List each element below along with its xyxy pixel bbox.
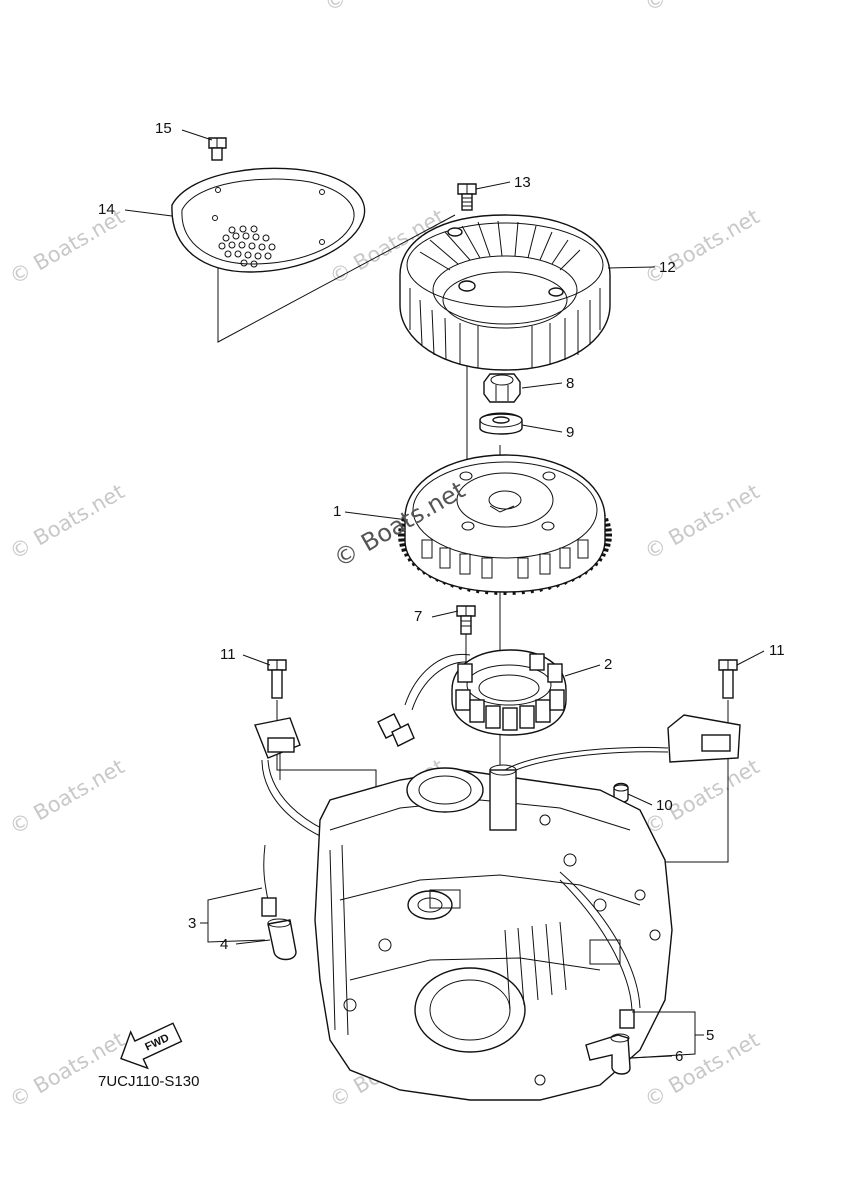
washer (479, 412, 523, 435)
callout-9: 9 (566, 424, 574, 441)
bolt-7 (456, 605, 476, 635)
watermark: © Boats.net (6, 479, 129, 564)
watermark: © Boats.net (641, 204, 764, 289)
callout-14: 14 (98, 201, 115, 218)
stator (377, 649, 567, 747)
diagram-code: 7UCJ110-S130 (98, 1073, 199, 1090)
engine-block (314, 764, 673, 1101)
ignition-coil-right (504, 714, 741, 775)
vent-holes (218, 225, 276, 268)
flywheel-rotor (398, 454, 612, 595)
plug-cap-left (261, 844, 297, 961)
gear-tooth (398, 538, 406, 542)
engine-fins (329, 844, 567, 1036)
callout-10: 10 (656, 797, 673, 814)
callout-8: 8 (566, 375, 574, 392)
stator-coils (455, 653, 565, 731)
callout-3: 3 (188, 915, 196, 932)
gear-tooth (604, 538, 612, 542)
callout-2: 2 (604, 656, 612, 673)
callout-labels: 15 14 13 12 8 9 1 7 2 11 11 10 3 4 5 6 (98, 120, 785, 1065)
callout-4: 4 (220, 936, 228, 953)
callout-11-right: 11 (769, 642, 785, 659)
gear-tooth (604, 528, 612, 532)
gear-tooth (398, 528, 406, 532)
bolt-11-right (718, 659, 738, 699)
watermark: © Boats.net (641, 479, 764, 564)
flywheel-fan (399, 214, 611, 371)
callout-5: 5 (706, 1027, 714, 1044)
watermark: © Boats.net (641, 0, 764, 16)
rotor-windows (421, 539, 589, 579)
flywheel-nut (483, 373, 521, 403)
fan-fins (409, 220, 601, 368)
bolt-11-left (267, 659, 287, 699)
watermark: © Boats.net (321, 0, 444, 16)
callout-12: 12 (659, 259, 676, 276)
leader-lines (124, 129, 765, 1059)
bolt-13 (457, 183, 477, 211)
callout-1: 1 (333, 503, 341, 520)
callout-15: 15 (155, 120, 172, 137)
watermark: © Boats.net (6, 754, 129, 839)
watermark: © Boats.net (641, 1027, 764, 1112)
callout-7: 7 (414, 608, 422, 625)
flywheel-cover-plate (171, 167, 366, 273)
plug-cap-right (559, 871, 641, 1075)
forward-arrow: FWD (120, 1022, 183, 1070)
callout-11-left: 11 (220, 646, 236, 663)
bolt-15 (208, 137, 227, 161)
callout-6: 6 (675, 1048, 683, 1065)
callout-13: 13 (514, 174, 531, 191)
watermark: © Boats.net (6, 1027, 129, 1112)
